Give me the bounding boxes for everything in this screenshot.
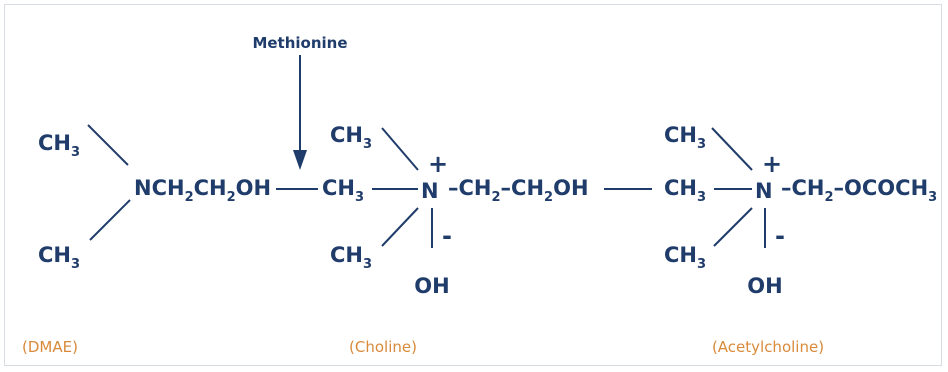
acetylcholine-structure: CH3 CH3 CH3 N + - OH –CH2–OCOCH3 — [664, 123, 937, 298]
acetylcholine-chain: –CH2–OCOCH3 — [781, 176, 937, 205]
acetylcholine-ch3-bottom: CH3 — [664, 243, 706, 272]
choline-bond-bottom — [381, 207, 419, 247]
dmae-chain: NCH2CH2OH — [134, 176, 271, 205]
dmae-bond-bottom — [89, 199, 131, 241]
choline-chain: –CH2–CH2OH — [448, 176, 589, 205]
choline-ch3-top: CH3 — [330, 123, 372, 152]
acetylcholine-plus-charge: + — [762, 150, 782, 178]
choline-plus-charge: + — [428, 150, 448, 178]
acetylcholine-bond-top — [711, 127, 753, 171]
diagram-frame — [4, 4, 942, 366]
caption-acetylcholine: (Acetylcholine) — [712, 338, 824, 356]
choline-bond-top — [381, 127, 419, 171]
caption-choline: (Choline) — [349, 338, 417, 356]
methionine-label: Methionine — [252, 34, 347, 52]
choline-structure: CH3 CH3 CH3 N + - OH –CH2–CH2OH — [322, 123, 589, 298]
acetylcholine-minus-charge: - — [775, 222, 785, 250]
choline-minus-charge: - — [442, 222, 452, 250]
caption-dmae: (DMAE) — [22, 338, 78, 356]
choline-nitrogen: N — [421, 179, 439, 203]
acetylcholine-ch3-left: CH3 — [664, 176, 706, 205]
choline-ch3-bottom: CH3 — [330, 243, 372, 272]
dmae-ch3-top: CH3 — [38, 131, 80, 160]
dmae-bond-top — [87, 124, 129, 166]
methionine-arrow-head — [293, 150, 307, 170]
acetylcholine-bond-bottom — [713, 207, 753, 247]
acetylcholine-nitrogen: N — [755, 179, 773, 203]
choline-hydroxide: OH — [414, 274, 449, 298]
acetylcholine-hydroxide: OH — [747, 274, 782, 298]
acetylcholine-ch3-top: CH3 — [664, 123, 706, 152]
dmae-ch3-bottom: CH3 — [38, 243, 80, 272]
dmae-structure: CH3 CH3 NCH2CH2OH — [38, 124, 271, 272]
choline-ch3-left: CH3 — [322, 176, 364, 205]
